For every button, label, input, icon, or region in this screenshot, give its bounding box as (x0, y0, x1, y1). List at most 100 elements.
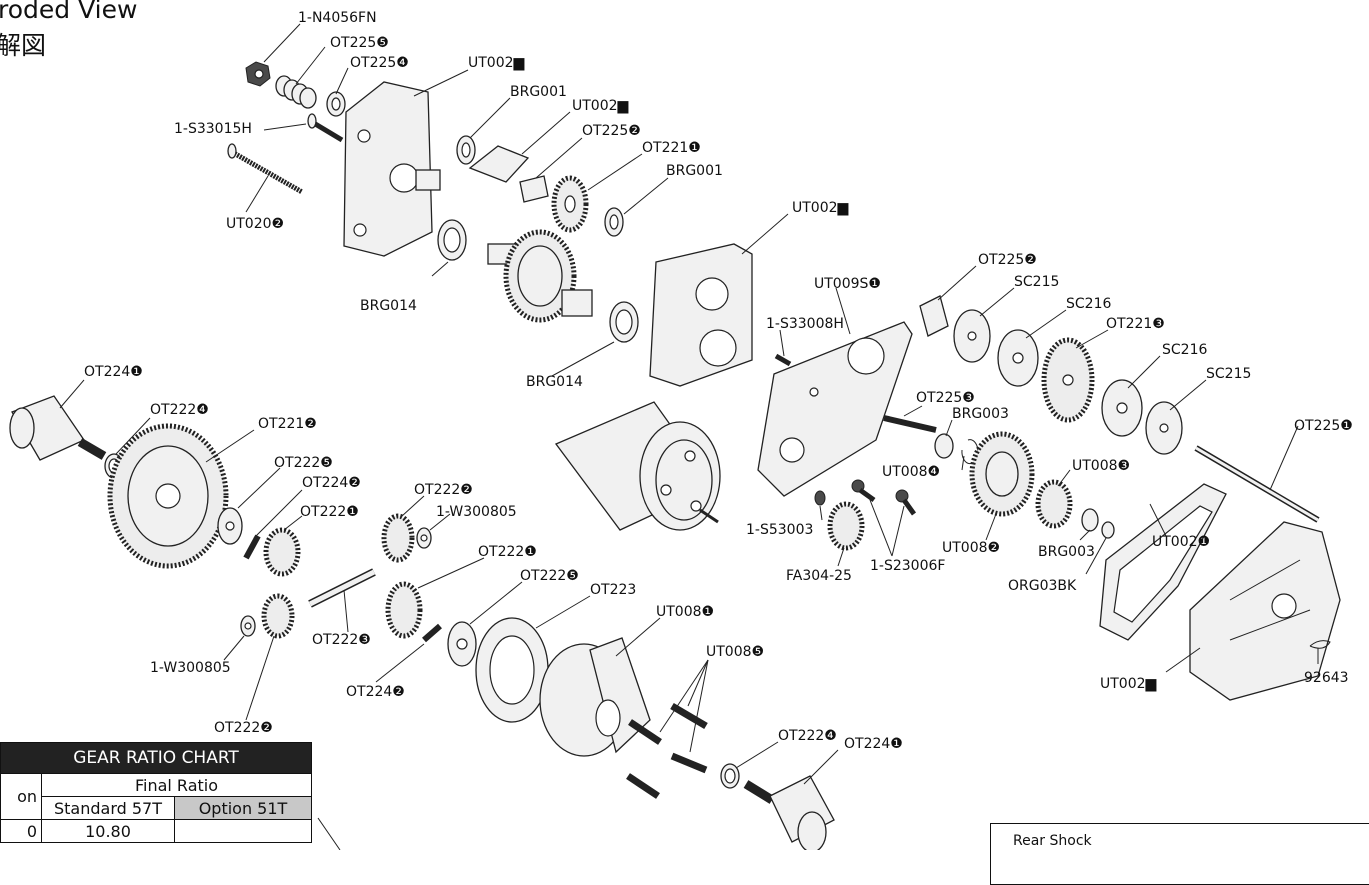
slipper-gear-assembly (487, 229, 593, 323)
label-ot225c: OT225❸ (916, 390, 975, 406)
o-ring-ot222d-bottom (720, 763, 740, 789)
label-ut020b: UT020❷ (226, 216, 284, 232)
sleeve-ot225b-right (919, 295, 949, 337)
label-brg014-b: BRG014 (526, 374, 583, 390)
outdrive-ot224a-bottom (743, 775, 835, 850)
gear-chart-row0-option (174, 819, 312, 843)
motor-plate-ut009sa (757, 321, 913, 497)
gear-chart-row0-standard: 10.80 (41, 819, 175, 843)
shim-sc215-a (953, 309, 991, 363)
collar-ot225d (326, 91, 346, 117)
shaft-ot225a (1194, 445, 1320, 523)
label-sc215-a: SC215 (1014, 274, 1059, 290)
label-ot225d-top: OT225❹ (350, 55, 409, 71)
label-ot222d-bottom: OT222❹ (778, 728, 837, 744)
bevel-gear-ot222a-left (263, 527, 301, 577)
o-ring-org03bk (1101, 521, 1115, 539)
label-ot222a-right: OT222❶ (478, 544, 537, 560)
bevel-gear-ot222b-top (381, 513, 415, 563)
label-fa304-25: FA304-25 (786, 568, 852, 584)
label-ot222d-top: OT222❹ (150, 402, 209, 418)
pin-ot224b-top (243, 534, 261, 560)
gear-chart-col0-header: on (0, 773, 42, 820)
gasket-ot223 (475, 617, 549, 723)
nut-n4056fn (245, 61, 271, 87)
label-ut008c: UT008❸ (1072, 458, 1130, 474)
bearing-brg001-b (604, 207, 624, 237)
washer-ot222e-top (217, 507, 243, 545)
rear-shock-box: Rear Shock (990, 823, 1369, 885)
bearing-brg001-a (456, 135, 476, 165)
bearing-brg014-b (609, 301, 639, 343)
title-line-1: roded View (0, 0, 137, 24)
label-ot224a-bottom: OT224❶ (844, 736, 903, 752)
spring-ot225e (275, 75, 317, 109)
label-ot225e: OT225❺ (330, 35, 389, 51)
label-brg001-a: BRG001 (510, 84, 567, 100)
bearing-brg003-b (1081, 508, 1099, 532)
gear-ut008c (1035, 479, 1073, 529)
label-brg014-a: BRG014 (360, 298, 417, 314)
screws-ut008e (626, 702, 708, 799)
shim-sc216-a (997, 329, 1039, 387)
washer-w300805-top (416, 527, 432, 549)
label-brg001-b: BRG001 (666, 163, 723, 179)
label-92643: 92643 (1304, 670, 1349, 686)
label-ut008b: UT008❷ (942, 540, 1000, 556)
shim-sc216-b (1101, 379, 1143, 437)
label-ot222c: OT222❸ (312, 632, 371, 648)
screw-s33015h (307, 113, 344, 143)
label-ot221b: OT221❷ (258, 416, 317, 432)
label-org03bk: ORG03BK (1008, 578, 1077, 594)
shim-sc215-b (1145, 401, 1183, 455)
outdrive-ot224a-top (9, 395, 107, 461)
label-ot221c: OT221❸ (1106, 316, 1165, 332)
label-1-s33015h: 1-S33015H (174, 121, 252, 137)
label-ot221a: OT221❶ (642, 140, 701, 156)
label-ot222e-right: OT222❺ (520, 568, 579, 584)
title-line-2: 解図 (0, 31, 46, 60)
long-screw-ut020b (227, 143, 304, 195)
label-ot222b-bottom: OT222❷ (214, 720, 273, 736)
bracket-ut002-1 (468, 145, 530, 183)
gear-case-ut002-5 (343, 81, 441, 257)
label-ut008d: UT008❹ (882, 464, 940, 480)
label-ut002-4: UT002▆ (792, 200, 849, 216)
sleeve-ot225b-top (519, 175, 549, 203)
label-sc216-a: SC216 (1066, 296, 1111, 312)
label-sc215-b: SC215 (1206, 366, 1251, 382)
standard-header: Standard 57T (41, 796, 175, 820)
label-1-s53003: 1-S53003 (746, 522, 813, 538)
label-brg003-a: BRG003 (952, 406, 1009, 422)
gear-case-ut002-4 (649, 243, 753, 387)
gear-ot221a (551, 175, 589, 233)
label-ot225b-right: OT225❷ (978, 252, 1037, 268)
label-sc216-b: SC216 (1162, 342, 1207, 358)
label-ut002-2: UT002▆ (1100, 676, 1157, 692)
screws-s23006f (851, 479, 917, 516)
label-1-w300805-bottom: 1-W300805 (150, 660, 231, 676)
shaft-ot222c (308, 568, 376, 608)
label-ut002a: UT002❶ (1152, 534, 1210, 550)
label-1-s23006f: 1-S23006F (870, 558, 945, 574)
pin-ot224b-bottom (422, 623, 442, 643)
motor (554, 401, 721, 531)
diff-gear-ot221b (107, 423, 229, 569)
bevel-gear-ot222b-bottom (261, 593, 295, 639)
option-header: Option 51T (174, 796, 312, 820)
label-ot225b-top: OT225❷ (582, 123, 641, 139)
pinion-fa304-25 (827, 501, 865, 551)
label-ot222e-top: OT222❺ (274, 455, 333, 471)
body-clip-92643 (1309, 640, 1331, 649)
label-ot224b-bottom: OT224❷ (346, 684, 405, 700)
diff-case-ut008a (539, 637, 651, 757)
bearing-brg003-a (934, 433, 954, 459)
final-ratio-header: Final Ratio (41, 773, 312, 797)
label-ot224a-top: OT224❶ (84, 364, 143, 380)
bearing-brg014-a (437, 219, 467, 261)
label-ot224b-top: OT224❷ (302, 475, 361, 491)
washer-ot222e-right (447, 621, 477, 667)
label-ut008e: UT008❺ (706, 644, 764, 660)
gear-chart-row0-col0: 0 (0, 819, 42, 843)
label-1-w300805-top: 1-W300805 (436, 504, 517, 520)
